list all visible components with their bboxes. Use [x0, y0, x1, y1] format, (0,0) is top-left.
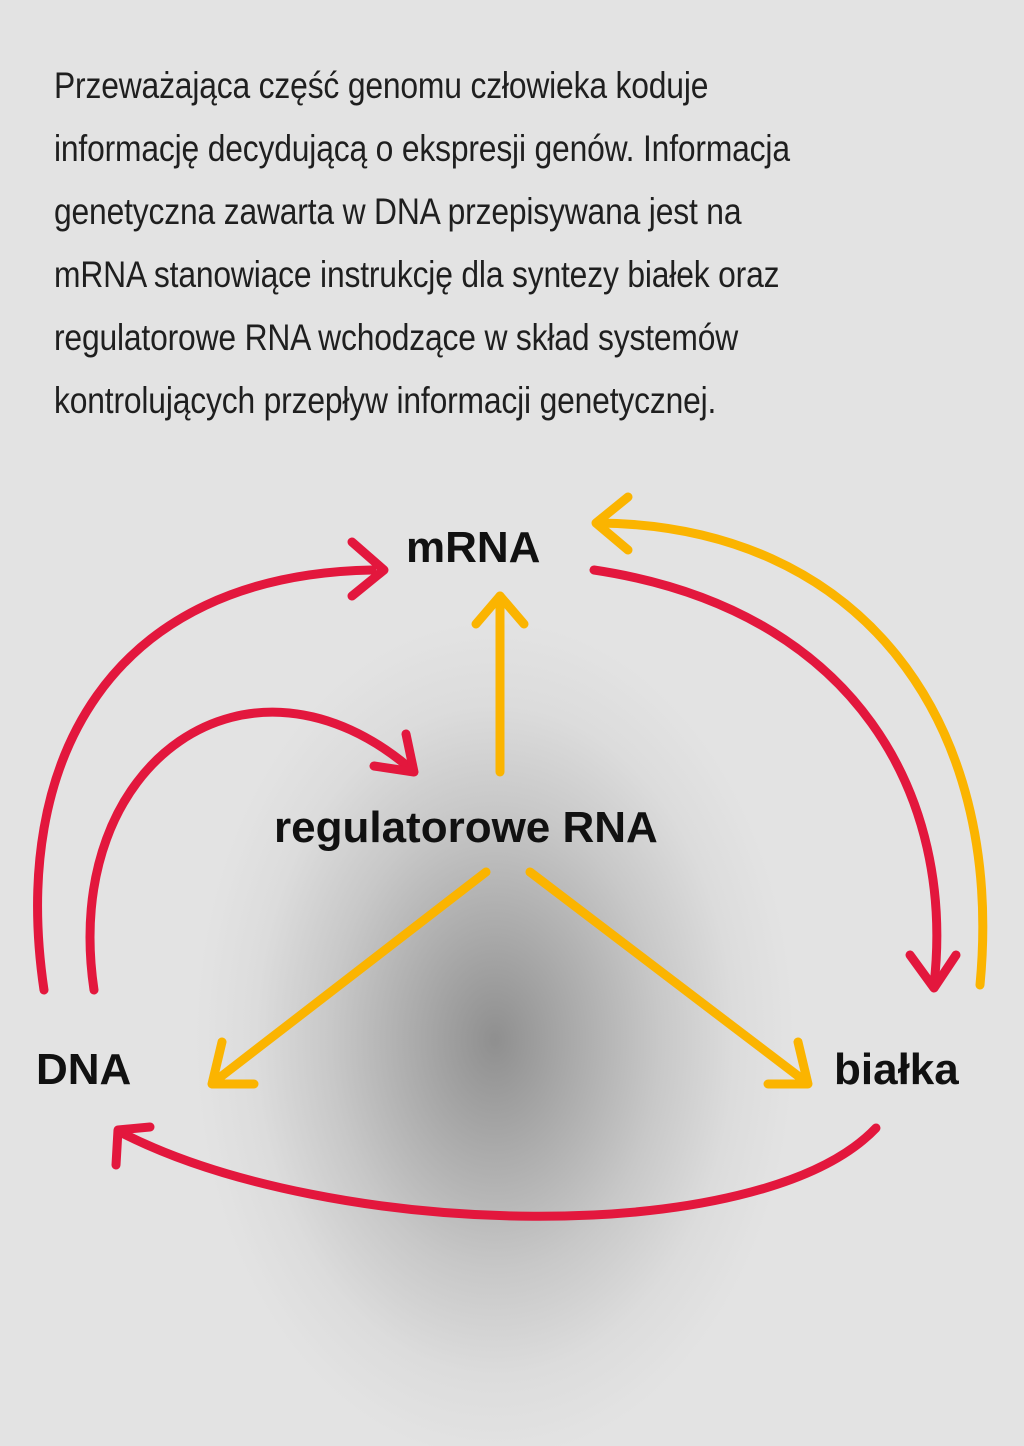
intro-line-4: mRNA stanowiące instrukcję dla syntezy b… [54, 254, 780, 295]
intro-line-1: Przeważająca część genomu człowieka kodu… [54, 65, 709, 106]
node-regulatory-rna: regulatorowe RNA [274, 803, 658, 852]
arrow-proteins-to-dna [111, 1122, 881, 1221]
intro-line-2: informację decydującą o ekspresji genów.… [54, 128, 790, 169]
arrow-regulatory-rna-to-mrna [471, 591, 529, 777]
intro-line-5: regulatorowe RNA wchodzące w skład syste… [54, 317, 739, 358]
intro-line-6: kontrolujących przepływ informacji genet… [54, 380, 717, 421]
arrow-regulatory-rna-to-proteins [525, 867, 813, 1089]
arrow-dna-to-regulatory-rna [85, 707, 419, 995]
intro-paragraph: Przeważająca część genomu człowieka kodu… [54, 54, 828, 432]
node-dna: DNA [36, 1045, 132, 1094]
node-proteins: białka [834, 1045, 959, 1094]
arrow-dna-to-mrna [33, 537, 389, 995]
arrow-proteins-to-mrna [591, 492, 988, 990]
node-mrna: mRNA [406, 523, 541, 572]
arrow-regulatory-rna-to-dna [207, 867, 491, 1089]
arrow-mrna-to-proteins [589, 565, 961, 993]
intro-line-3: genetyczna zawarta w DNA przepisywana je… [54, 191, 742, 232]
